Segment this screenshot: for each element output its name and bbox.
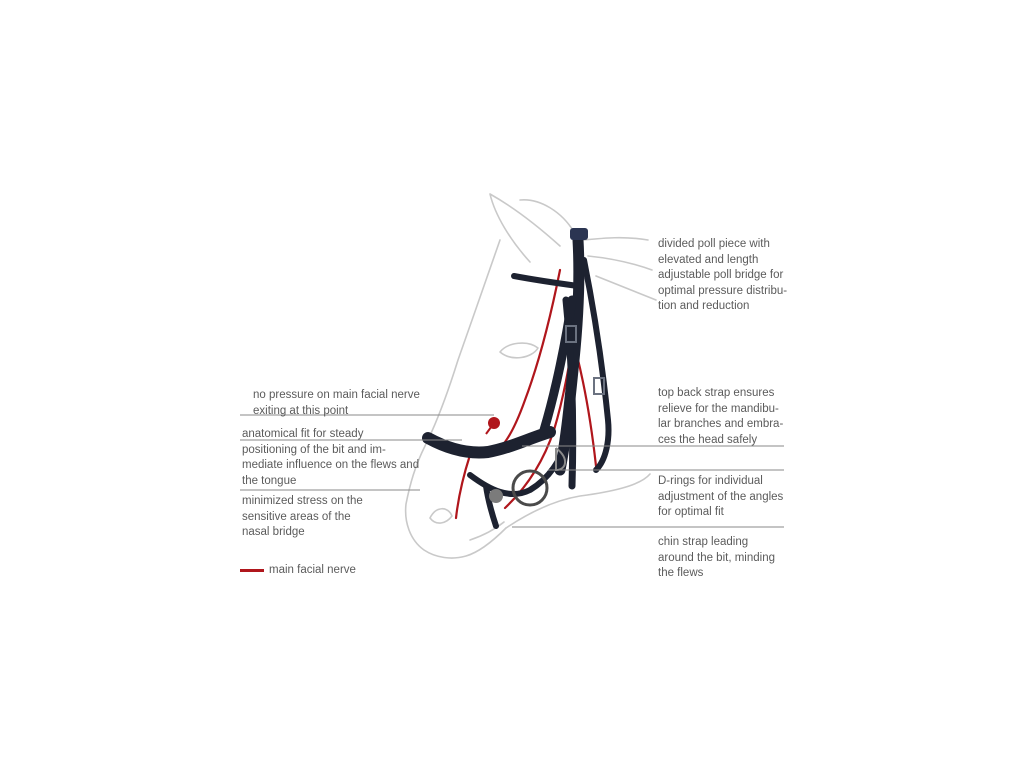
horse-nostril: [429, 507, 453, 524]
annotation-line: top back strap ensures: [658, 387, 775, 399]
annotation-line: anatomical fit for steady: [242, 428, 364, 440]
annotation-facial-nerve: no pressure on main facial nerve exiting…: [253, 388, 420, 419]
horse-head-outline: [404, 193, 657, 559]
annotation-line: chin strap leading: [658, 536, 749, 548]
annotation-poll-piece: divided poll piece with elevated and len…: [658, 237, 787, 315]
annotation-line: elevated and length: [658, 253, 759, 266]
annotation-chin-strap: chin strap leading around the bit, mindi…: [658, 535, 775, 582]
bit-mouthpiece: [489, 489, 503, 503]
throat-buckle: [593, 377, 605, 395]
annotation-line: lar branches and embra-: [658, 418, 784, 430]
annotation-top-back-strap: top back strap ensures relieve for the m…: [658, 386, 783, 448]
horse-face-outline: [404, 239, 507, 559]
horse-ear-right: [519, 199, 575, 233]
throatlatch: [581, 257, 612, 473]
cheekpiece-right: [562, 296, 577, 490]
annotation-line: mediate influence on the flews and: [242, 459, 420, 471]
annotation-line: for optimal fit: [658, 506, 724, 518]
bridle-leather: [422, 234, 612, 529]
facial-nerve-branch-lower: [454, 453, 472, 520]
cheek-buckle: [565, 325, 577, 343]
annotation-d-rings: D-rings for individual adjustment of the…: [658, 474, 783, 521]
annotation-line: optimal pressure distribu-: [658, 284, 788, 297]
drop-strap: [483, 483, 499, 529]
annotation-line: divided poll piece with: [658, 238, 770, 250]
annotation-line: adjustment of the angles: [658, 490, 784, 503]
annotation-line: ces the head safely: [658, 433, 758, 446]
annotation-line: sensitive areas of the: [242, 510, 351, 523]
annotation-line: D-rings for individual: [658, 475, 763, 487]
noseband: [422, 426, 556, 459]
horse-mane: [583, 236, 657, 301]
annotation-line: tion and reduction: [658, 300, 750, 312]
annotation-line: the tongue: [242, 474, 297, 487]
annotation-line: exiting at this point: [253, 404, 349, 417]
poll-buckle: [570, 228, 588, 240]
annotation-line: minimized stress on the: [242, 495, 363, 507]
horse-ear-left: [489, 193, 561, 263]
legend-label: main facial nerve: [269, 564, 356, 576]
annotation-nasal-bridge: minimized stress on the sensitive areas …: [242, 494, 363, 541]
legend: main facial nerve: [240, 564, 356, 576]
annotation-line: the flews: [658, 567, 704, 579]
facial-nerve-main: [493, 268, 562, 454]
leader-lines: [240, 414, 784, 528]
horse-eye: [499, 342, 539, 359]
annotation-line: adjustable poll bridge for: [658, 269, 784, 281]
annotation-line: positioning of the bit and im-: [242, 443, 386, 456]
nerve-exit-stem: [485, 422, 495, 435]
browband: [511, 273, 581, 289]
annotation-line: no pressure on main facial nerve: [253, 389, 420, 401]
horse-jaw-outline: [505, 473, 651, 529]
annotation-line: around the bit, minding: [658, 551, 775, 564]
horse-mouth: [469, 521, 505, 541]
bit-ring: [511, 469, 549, 507]
annotation-line: relieve for the mandibu-: [658, 402, 779, 415]
annotation-line: nasal bridge: [242, 526, 305, 538]
legend-swatch-nerve: [240, 568, 264, 572]
annotation-anatomical-fit: anatomical fit for steady positioning of…: [242, 427, 419, 489]
